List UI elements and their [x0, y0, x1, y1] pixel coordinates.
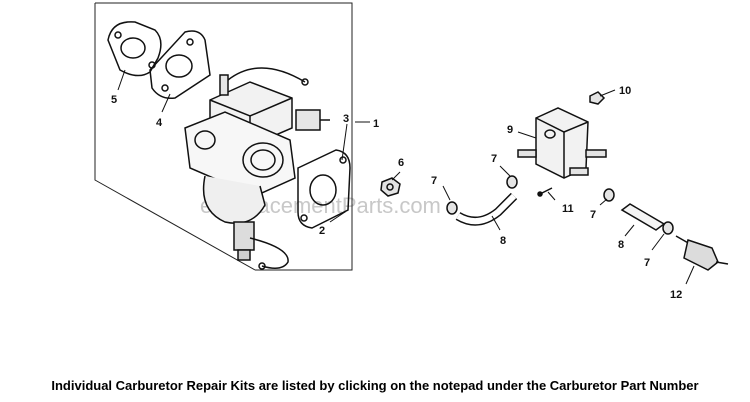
callout-2[interactable]: 2 [319, 225, 325, 237]
fuel-line-part-8a[interactable] [455, 192, 518, 226]
fuel-line-part-8b[interactable] [620, 203, 666, 231]
callout-11[interactable]: 11 [562, 203, 574, 215]
nut-part-6[interactable] [380, 177, 401, 197]
callout-1[interactable]: 1 [373, 118, 379, 130]
fuel-filter-part-12[interactable] [675, 235, 729, 271]
callout-7a[interactable]: 7 [431, 175, 437, 187]
callout-10[interactable]: 10 [619, 85, 631, 97]
hose-clamp-part-7a[interactable] [446, 201, 458, 215]
callout-7c[interactable]: 7 [590, 209, 596, 221]
hose-clamp-part-7d[interactable] [662, 221, 674, 235]
callout-7b[interactable]: 7 [491, 153, 497, 165]
callout-4[interactable]: 4 [156, 117, 163, 129]
fuel-pump-part-9[interactable] [517, 107, 607, 179]
repair-kit-notice: Individual Carburetor Repair Kits are li… [0, 378, 750, 393]
carburetor-assembly-box [94, 2, 353, 271]
callout-12[interactable]: 12 [670, 289, 682, 301]
carburetor-part-1[interactable] [184, 67, 330, 270]
hose-clamp-part-7b[interactable] [506, 175, 518, 189]
hose-clamp-part-7c[interactable] [603, 188, 615, 202]
leader-lines [117, 69, 695, 285]
gasket-part-3[interactable] [297, 149, 351, 229]
callout-9[interactable]: 9 [507, 124, 513, 136]
callout-5[interactable]: 5 [111, 94, 117, 106]
screw-part-11[interactable] [537, 187, 553, 197]
gasket-part-4[interactable] [149, 30, 211, 100]
clip-part-10[interactable] [589, 91, 606, 105]
callout-3[interactable]: 3 [343, 113, 349, 125]
callout-6[interactable]: 6 [398, 157, 404, 169]
callout-8a[interactable]: 8 [500, 235, 506, 247]
callout-7d[interactable]: 7 [644, 257, 650, 269]
parts-diagram: eReplacementParts.com [94, 2, 729, 301]
callout-8b[interactable]: 8 [618, 239, 624, 251]
repair-kit-notice-text: Individual Carburetor Repair Kits are li… [51, 378, 699, 393]
